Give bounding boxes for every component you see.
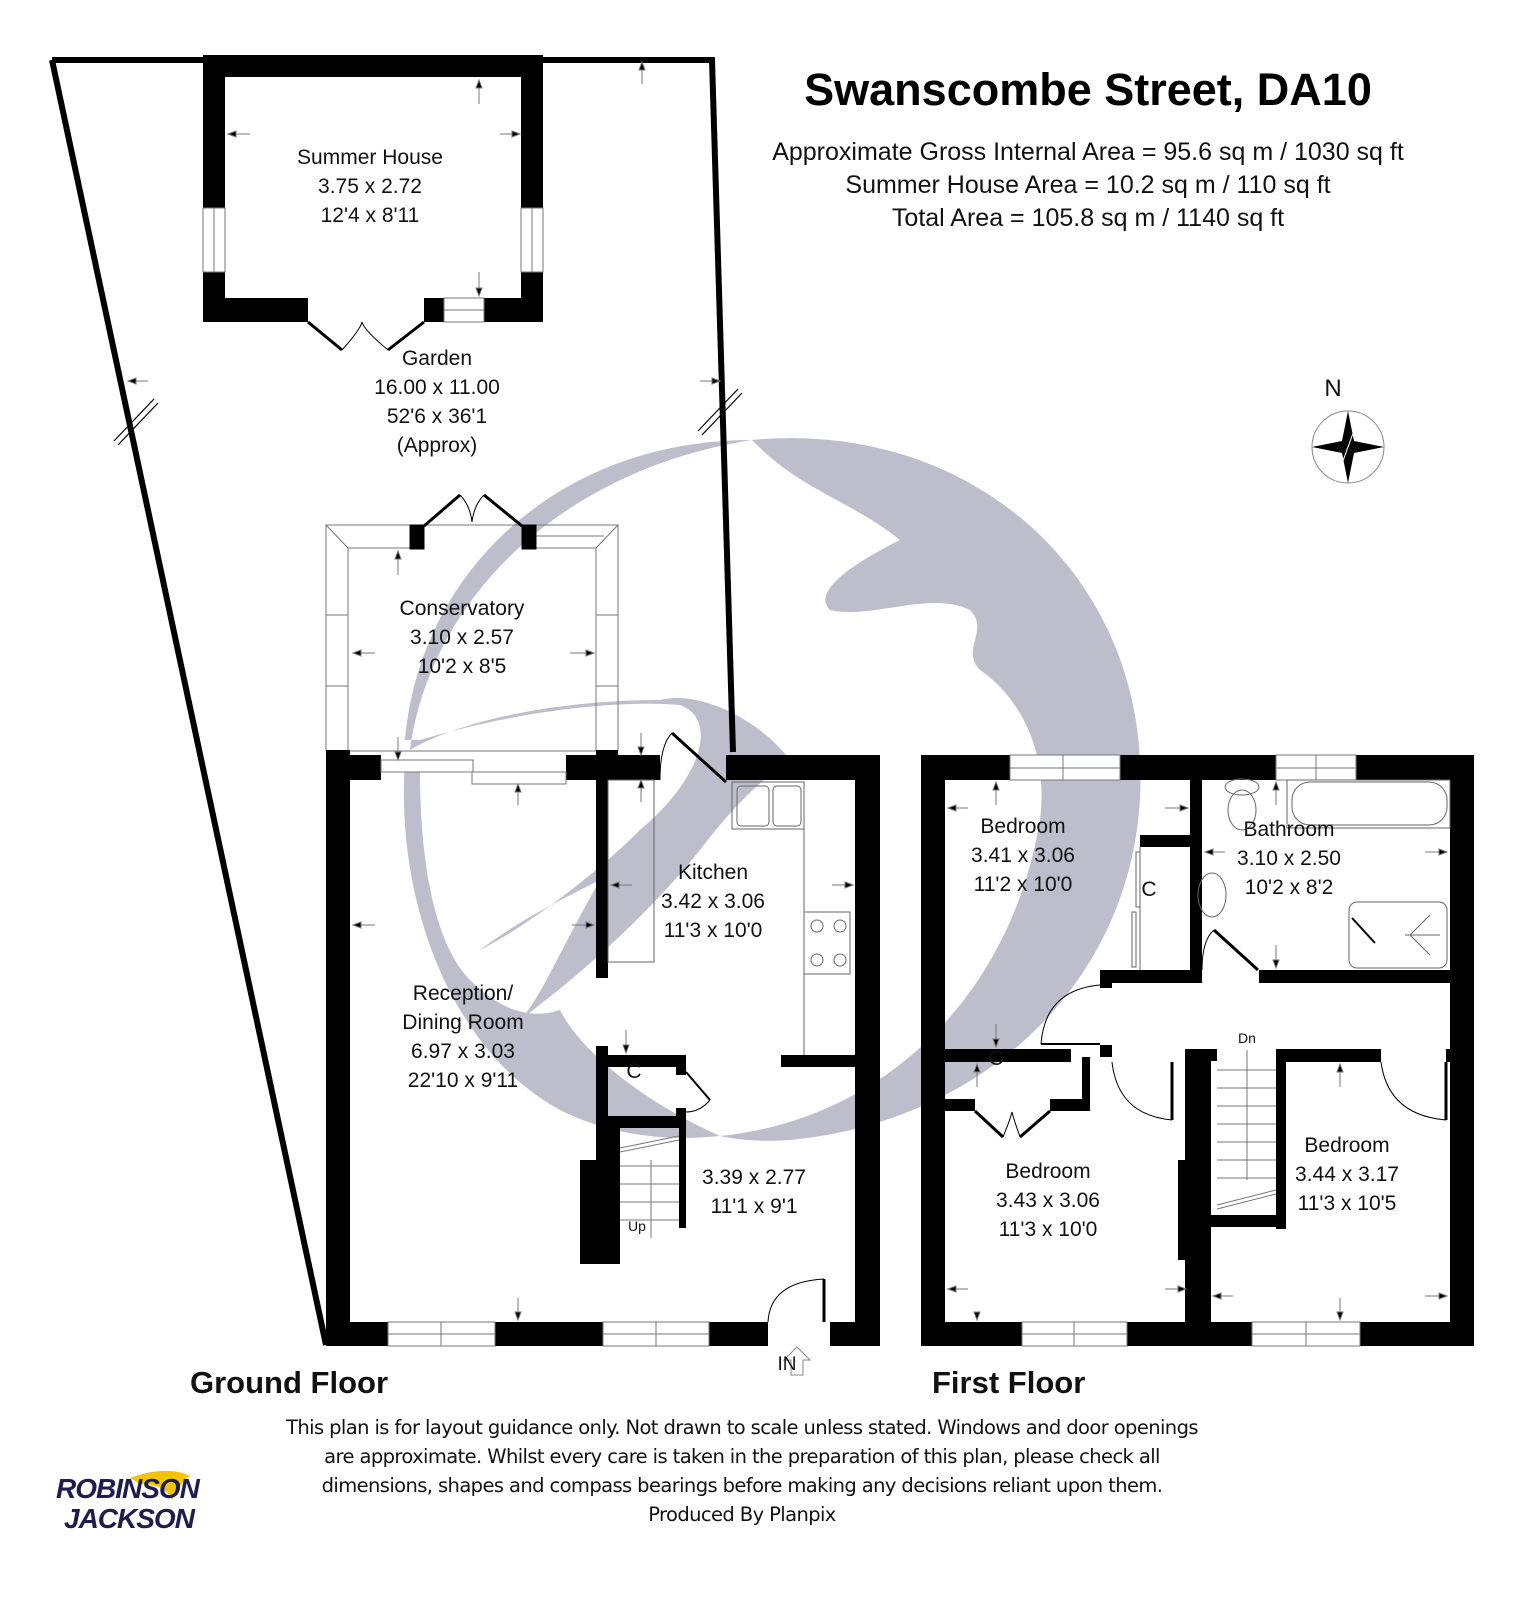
page-title: Swanscombe Street, DA10 <box>804 64 1372 115</box>
entrance-arrow-icon <box>782 1346 812 1376</box>
gross-internal-area: Approximate Gross Internal Area = 95.6 s… <box>772 138 1404 166</box>
room-label-conservatory: Conservatory 3.10 x 2.57 10'2 x 8'5 <box>399 597 525 678</box>
room-label-kitchen: Kitchen 3.42 x 3.06 11'3 x 10'0 <box>661 861 765 942</box>
first-stairs <box>1216 1050 1277 1210</box>
dimension-arrows <box>126 60 1449 1322</box>
logo-line-2: JACKSON <box>64 1503 195 1534</box>
ground-floor-walls <box>326 750 880 1346</box>
stairs-up-label: Up <box>628 1218 646 1234</box>
summer-house-walls <box>203 55 543 322</box>
room-label-bedroom-3: Bedroom 3.44 x 3.17 11'3 x 10'5 <box>1295 1134 1399 1215</box>
cupboard-label-first-1: C <box>1141 878 1157 901</box>
room-label-hallway: 3.39 x 2.77 11'1 x 9'1 <box>702 1166 806 1218</box>
first-floor-heading: First Floor <box>932 1365 1086 1400</box>
logo-bird-icon <box>130 1470 190 1500</box>
room-label-bedroom-2: Bedroom 3.43 x 3.06 11'3 x 10'0 <box>996 1160 1100 1241</box>
conservatory-frame <box>325 524 619 752</box>
room-label-garden: Garden 16.00 x 11.00 52'6 x 36'1 (Approx… <box>374 347 500 457</box>
area-summary: Approximate Gross Internal Area = 95.6 s… <box>772 136 1404 235</box>
summer-house-doors <box>307 320 425 352</box>
summer-house-area: Summer House Area = 10.2 sq m / 110 sq f… <box>845 171 1331 199</box>
bathroom-fittings <box>1197 778 1451 969</box>
kitchen-fittings <box>607 779 851 1055</box>
compass-rose-icon <box>1311 410 1385 484</box>
room-label-bedroom-1: Bedroom 3.41 x 3.06 11'2 x 10'0 <box>971 815 1075 896</box>
conservatory-doors <box>409 493 537 550</box>
room-label-reception-dining: Reception/ Dining Room 6.97 x 3.03 22'10… <box>402 982 524 1092</box>
first-floor-walls <box>921 755 1474 1346</box>
cupboard-label-first-2: C <box>988 1047 1004 1070</box>
agency-logo: ROBINSON JACKSON <box>56 1472 206 1562</box>
room-label-bathroom: Bathroom 3.10 x 2.50 10'2 x 8'2 <box>1237 818 1341 899</box>
first-floor-windows <box>1009 754 1361 1347</box>
ground-floor-doors <box>659 731 826 1323</box>
ground-stairs <box>619 1135 680 1238</box>
compass-north-label: N <box>1324 375 1342 402</box>
first-floor-doors <box>973 847 1448 1139</box>
total-area: Total Area = 105.8 sq m / 1140 sq ft <box>891 204 1285 232</box>
room-label-summer-house: Summer House 3.75 x 2.72 12'4 x 8'11 <box>297 146 443 227</box>
summer-house-windows <box>202 207 544 323</box>
entrance-label: IN <box>777 1354 797 1375</box>
stairs-down-label: Dn <box>1238 1030 1256 1046</box>
garden-break-marks <box>113 388 743 446</box>
ground-floor-windows <box>380 759 710 1347</box>
cupboard-label-ground: C <box>626 1060 642 1083</box>
disclaimer: This plan is for layout guidance only. N… <box>286 1416 1198 1526</box>
ground-floor-heading: Ground Floor <box>190 1365 389 1400</box>
logo-line-1: ROBINSON <box>56 1473 200 1504</box>
